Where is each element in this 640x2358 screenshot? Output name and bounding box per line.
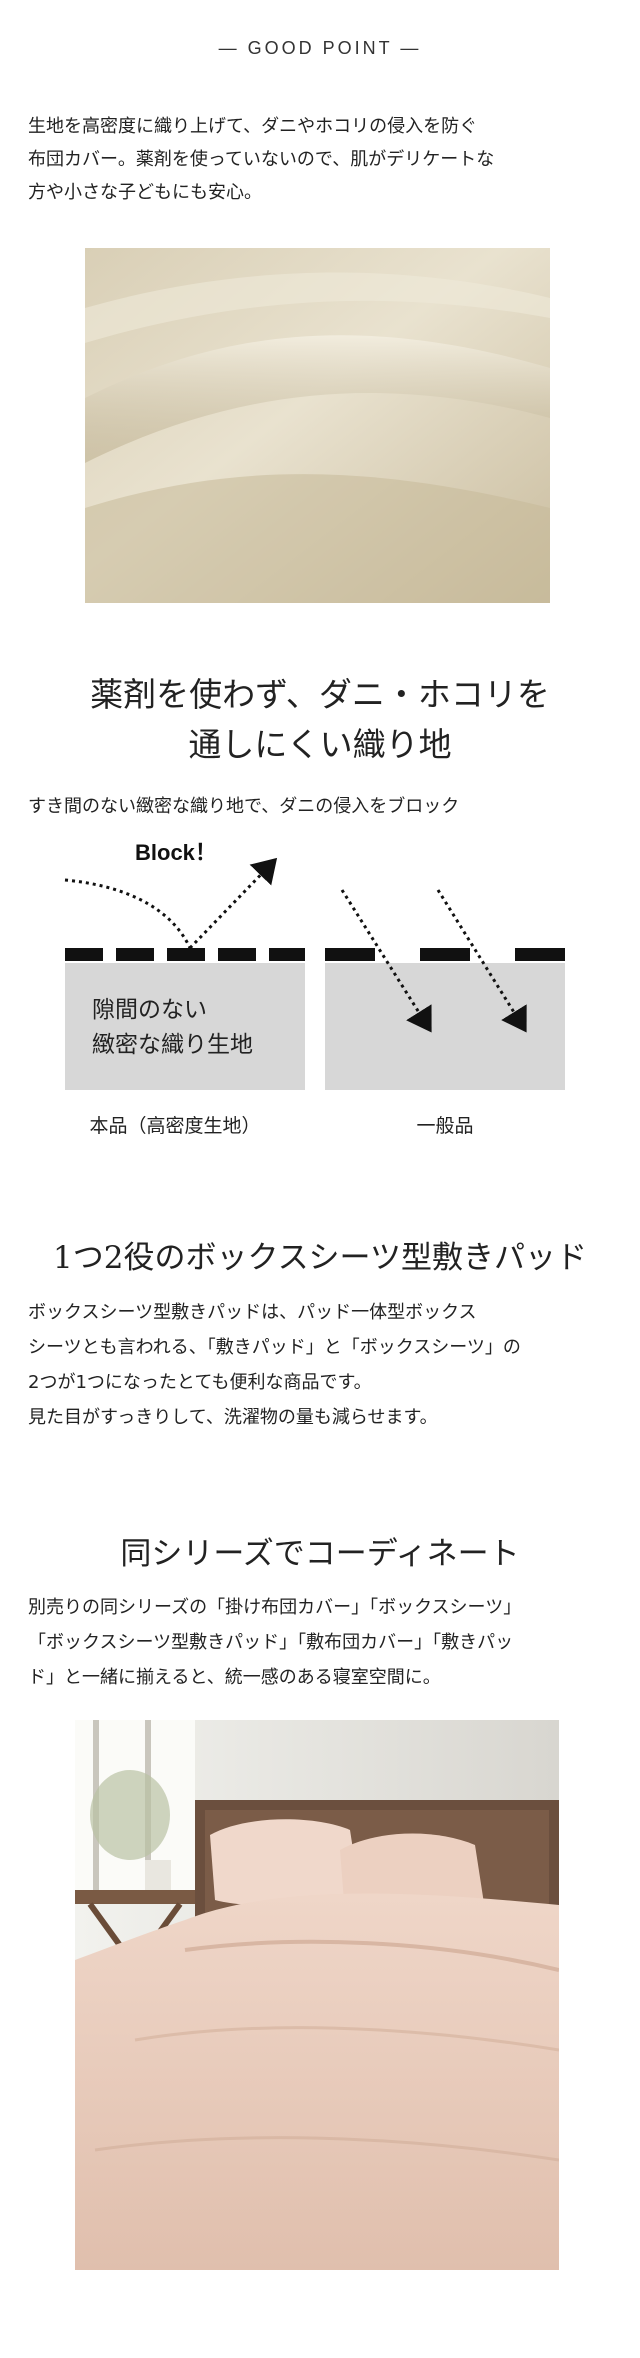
dash-right: — (400, 38, 422, 58)
fabric-texture (85, 248, 550, 603)
section2-line: ボックスシーツ型敷きパッドは、パッド一体型ボックス (28, 1302, 477, 1323)
mite-barrier-diagram: Block！ 隙間のない 緻密な織り生地 本品（高密度生地） 一般品 (64, 840, 565, 1137)
section3-line: ド」と一緒に揃えると、統一感のある寝室空間に。 (28, 1667, 441, 1688)
bedding-photo (75, 1720, 559, 2270)
box-label-line: 緻密な織り生地 (92, 1032, 253, 1058)
section2-line: 2つが1つになったとても便利な商品です。 (28, 1372, 372, 1393)
box-label-line: 隙間のない (92, 997, 207, 1023)
fabric-photo (85, 248, 550, 603)
section2-title: 1つ2役のボックスシーツ型敷きパッド (53, 1240, 587, 1276)
block-label: Block！ (135, 840, 217, 865)
bounce-arrow (188, 857, 278, 950)
section1-title: 薬剤を使わず、ダニ・ホコリを 通しにくい織り地 (0, 670, 640, 770)
loose-weave-dashes (325, 948, 565, 961)
section3-line: 「ボックスシーツ型敷きパッド」「敷布団カバー」「敷きパッ (28, 1632, 514, 1653)
section2-paragraph: ボックスシーツ型敷きパッドは、パッド一体型ボックス シーツとも言われる、「敷きパ… (28, 1295, 618, 1435)
caption-high-density: 本品（高密度生地） (89, 1115, 260, 1137)
section2-line: 見た目がすっきりして、洗濯物の量も減らせます。 (28, 1407, 438, 1428)
bedroom-scene (75, 1720, 559, 2270)
dense-weave-dashes (65, 948, 305, 961)
section2-line: シーツとも言われる、「敷きパッド」と「ボックスシーツ」の (28, 1337, 521, 1358)
section3-line: 別売りの同シリーズの「掛け布団カバー」「ボックスシーツ」 (28, 1597, 522, 1618)
section3-title: 同シリーズでコーディネート (120, 1536, 520, 1572)
good-point-title: GOOD POINT (247, 38, 393, 58)
dash-left: — (218, 38, 248, 58)
section1-title-line: 通しにくい織り地 (188, 725, 452, 764)
incoming-mite-arrow (64, 878, 192, 949)
dense-fabric-box (65, 963, 305, 1090)
intro-line: 布団カバー。薬剤を使っていないので、肌がデリケートな (28, 149, 495, 170)
caption-regular: 一般品 (416, 1115, 473, 1137)
section3-paragraph: 別売りの同シリーズの「掛け布団カバー」「ボックスシーツ」 「ボックスシーツ型敷き… (28, 1590, 618, 1695)
regular-fabric-box (325, 963, 565, 1090)
intro-paragraph: 生地を高密度に織り上げて、ダニやホコリの侵入を防ぐ 布団カバー。薬剤を使っていな… (28, 110, 618, 209)
intro-line: 生地を高密度に織り上げて、ダニやホコリの侵入を防ぐ (28, 116, 478, 137)
intro-line: 方や小さな子どもにも安心。 (28, 182, 262, 203)
section1-title-line: 薬剤を使わず、ダニ・ホコリを (90, 675, 550, 714)
section-heading: — GOOD POINT — (0, 38, 640, 59)
section1-subtitle: すき間のない緻密な織り地で、ダニの侵入をブロック (28, 796, 460, 817)
